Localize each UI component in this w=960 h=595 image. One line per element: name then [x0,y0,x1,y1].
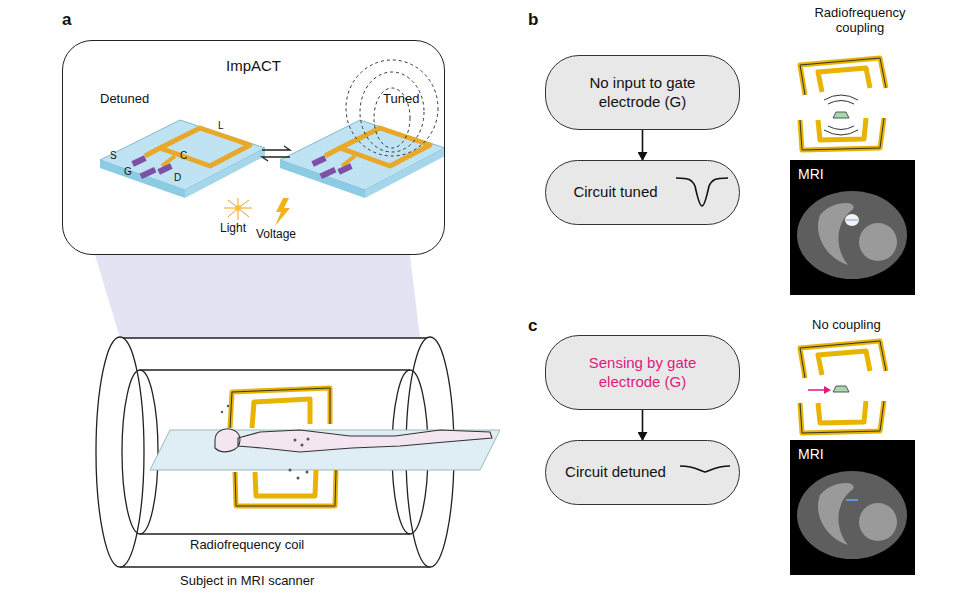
tuned-dip [676,178,728,206]
process-box: Sensing by gate electrode (G) [545,335,740,410]
light-burst [224,198,252,220]
part-label: C [180,150,187,162]
panel-letter: b [528,10,538,30]
panel-title: ImpACT [226,57,281,76]
zoom-funnel [95,255,420,338]
flow-arrow [642,410,644,440]
subject-body [215,429,492,452]
voltage-bolt [275,198,290,226]
part-label: Voltage [256,228,296,242]
part-label: Detuned [100,92,149,107]
implant-dots [221,405,310,480]
part-label: L [218,120,224,132]
part-label: S [110,150,117,162]
box-text: Circuit detuned [565,463,666,482]
part-label: Radiofrequency coupling [800,6,920,36]
uncoupled-coils [800,341,886,433]
box-text: Sensing by gate electrode (G) [562,354,723,392]
box-text: Circuit tuned [573,183,657,202]
chip-detuned [100,120,265,198]
rf-coils [230,388,336,506]
part-label: Light [220,222,246,236]
panel-letter: c [528,316,537,336]
coupling-coils [800,58,886,150]
process-box: No input to gate electrode (G) [545,55,740,130]
panel-letter: a [62,10,71,30]
process-box: Circuit tuned [545,160,740,225]
mri-image-box: MRI [790,160,915,295]
image-label: MRI [798,446,824,464]
part-label: G [124,166,132,178]
chip-tuned [280,60,445,198]
part-label: Tuned [383,92,419,107]
image-label: MRI [798,166,824,184]
detuned-curve [680,466,730,472]
part-label: Subject in MRI scanner [180,574,314,589]
part-label: No coupling [812,318,881,333]
equilibrium-arrows [262,146,290,161]
flow-arrow [642,130,644,160]
process-box: Circuit detuned [545,440,740,505]
box-text: No input to gate electrode (G) [562,74,723,112]
part-label: Radiofrequency coil [190,538,304,553]
part-label: D [174,172,181,184]
callout-panel: ImpACT [62,40,445,255]
mri-image-box: MRI [790,440,915,575]
